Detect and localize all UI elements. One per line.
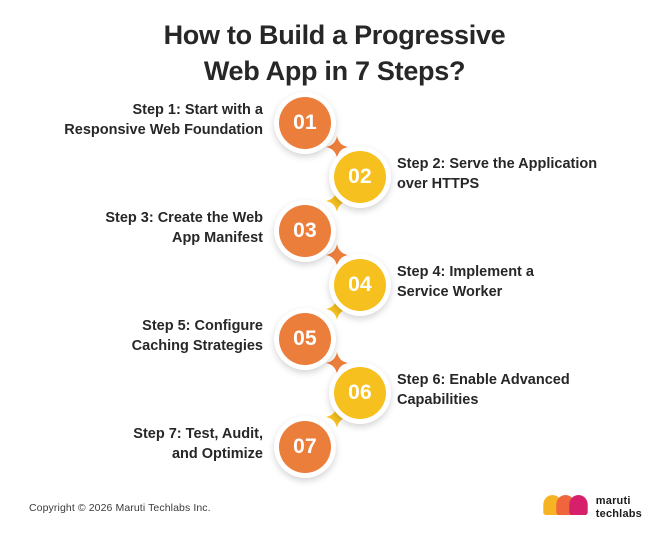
step-badge-4[interactable]: 04: [329, 254, 391, 316]
connector-star-2-3: [326, 190, 348, 212]
step-badge-3[interactable]: 03: [274, 200, 336, 262]
page-title-line-2: Web App in 7 Steps?: [203, 55, 466, 86]
step-number-2: 02: [334, 151, 386, 203]
maruti-arches-icon: [543, 494, 589, 521]
step-item-7: Step 7: Test, Audit, and Optimize 07: [0, 416, 669, 478]
step-label-7-line-1: Step 7: Test, Audit,: [133, 426, 263, 442]
step-label-5: Step 5: Configure Caching Strategies: [13, 316, 263, 356]
brand-logo-word-1: maruti: [595, 495, 631, 508]
step-item-5: Step 5: Configure Caching Strategies 05: [0, 308, 669, 374]
step-label-6: Step 6: Enable Advanced Capabilities: [397, 370, 659, 410]
step-label-7: Step 7: Test, Audit, and Optimize: [13, 424, 263, 464]
step-item-3: Step 3: Create the Web App Manifest 03: [0, 200, 669, 266]
step-item-2: 02 Step 2: Serve the Application over HT…: [0, 146, 669, 212]
step-label-1: Step 1: Start with a Responsive Web Foun…: [13, 100, 263, 140]
step-badge-6[interactable]: 06: [329, 362, 391, 424]
step-badge-2[interactable]: 02: [329, 146, 391, 208]
step-number-7: 07: [279, 421, 331, 473]
connector-star-1-2: [326, 136, 348, 158]
step-label-2: Step 2: Serve the Application over HTTPS: [397, 154, 659, 194]
step-label-3: Step 3: Create the Web App Manifest: [13, 208, 263, 248]
connector-star-6-7: [326, 406, 348, 428]
step-number-4: 04: [334, 259, 386, 311]
step-label-2-line-1: Step 2: Serve the Application: [397, 156, 598, 172]
brand-logo-wordmark: maruti techlabs: [596, 495, 642, 520]
connector-star-4-5: [326, 298, 348, 320]
step-label-3-line-1: Step 3: Create the Web: [105, 210, 263, 226]
step-label-5-line-2: Caching Strategies: [131, 338, 263, 354]
step-label-5-line-1: Step 5: Configure: [142, 318, 263, 334]
step-label-4-line-2: Service Worker: [397, 284, 503, 300]
steps-list: Step 1: Start with a Responsive Web Foun…: [0, 92, 669, 478]
step-label-1-line-2: Responsive Web Foundation: [64, 122, 263, 138]
copyright-text: Copyright © 2026 Maruti Techlabs Inc.: [29, 502, 211, 514]
page-title-line-1: How to Build a Progressive: [163, 20, 506, 50]
brand-logo: maruti techlabs: [543, 494, 642, 521]
step-item-1: Step 1: Start with a Responsive Web Foun…: [0, 92, 669, 158]
step-label-6-line-2: Capabilities: [397, 392, 479, 408]
step-badge-1[interactable]: 01: [274, 92, 336, 154]
step-item-6: 06 Step 6: Enable Advanced Capabilities: [0, 362, 669, 428]
step-label-1-line-1: Step 1: Start with a: [132, 102, 263, 118]
step-number-5: 05: [279, 313, 331, 365]
step-number-3: 03: [279, 205, 331, 257]
connector-star-3-4: [326, 244, 348, 266]
step-item-4: 04 Step 4: Implement a Service Worker: [0, 254, 669, 320]
step-badge-7[interactable]: 07: [274, 416, 336, 478]
step-number-1: 01: [279, 97, 331, 149]
connector-star-5-6: [326, 352, 348, 374]
step-label-6-line-1: Step 6: Enable Advanced: [397, 372, 570, 388]
page-title: How to Build a Progressive Web App in 7 …: [0, 18, 669, 89]
step-label-7-line-2: and Optimize: [171, 446, 263, 462]
step-number-6: 06: [334, 367, 386, 419]
brand-logo-word-2: techlabs: [595, 507, 642, 520]
step-label-2-line-2: over HTTPS: [397, 176, 480, 192]
step-badge-5[interactable]: 05: [274, 308, 336, 370]
step-label-4: Step 4: Implement a Service Worker: [397, 262, 659, 302]
step-label-3-line-2: App Manifest: [171, 230, 263, 246]
step-label-4-line-1: Step 4: Implement a: [397, 264, 534, 280]
footer: Copyright © 2026 Maruti Techlabs Inc. ma…: [0, 490, 669, 550]
